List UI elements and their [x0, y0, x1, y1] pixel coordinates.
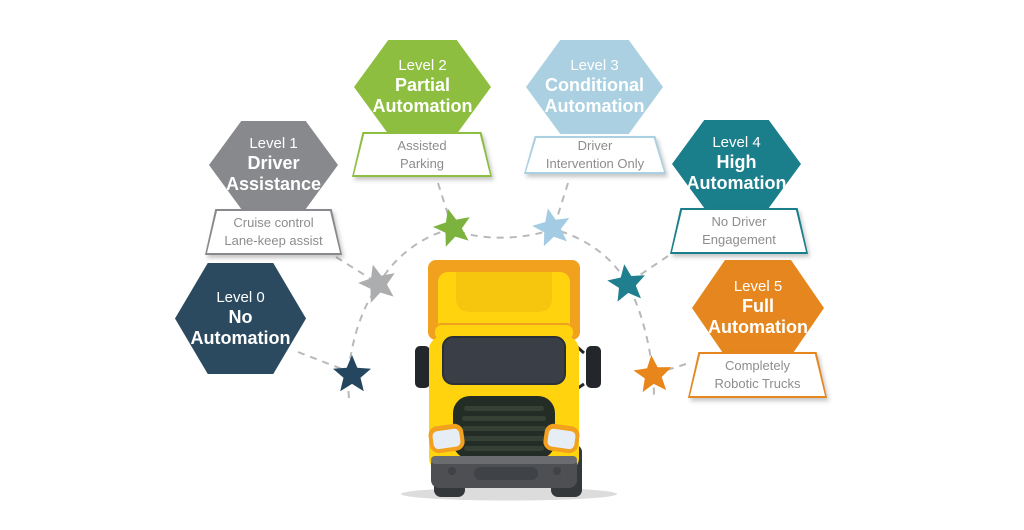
level-2-detail-text: Assisted Parking: [397, 137, 447, 171]
level-3-detail-text: Driver Intervention Only: [545, 138, 645, 171]
truck-grille-slat: [464, 446, 544, 451]
truck-front-illustration: [401, 260, 617, 501]
level-1-title: Driver Assistance: [225, 153, 322, 194]
level-1-detail-box: Cruise control Lane-keep assist: [205, 209, 342, 255]
level-3-detail-fill: [526, 138, 664, 172]
truck-grille-slat: [462, 436, 546, 441]
level-5-title: Full Automation: [708, 296, 808, 337]
level-5-label: Level 5: [733, 278, 783, 296]
level-4-detail-fill: [672, 210, 806, 252]
truck-mirror-left: [415, 346, 430, 388]
level-1-label: Level 1: [249, 135, 298, 153]
level-3-title: Conditional Automation: [544, 75, 645, 116]
connector-level-1: [335, 256, 372, 280]
truck-bumper-recess: [474, 467, 538, 480]
truck-fog-light-left: [448, 467, 456, 475]
level-4-detail-box: No Driver Engagement: [670, 208, 808, 254]
level-2-detail-box: Assisted Parking: [352, 132, 492, 177]
level-4-detail-text: No Driver Engagement: [702, 214, 776, 247]
truck-mirror-right: [586, 346, 601, 388]
level-1-detail-border: [205, 209, 342, 255]
level-2-label: Level 2: [398, 57, 447, 75]
level-5-detail-border: [688, 352, 827, 398]
truck-windshield: [442, 336, 566, 385]
level-3-label: Level 3: [570, 57, 619, 75]
connector-level-0: [297, 351, 343, 370]
level-2-detail-border: [352, 132, 492, 177]
level-4-detail-border: [670, 208, 808, 254]
level-3-detail-box: Driver Intervention Only: [524, 136, 666, 174]
level-4-title: High Automation: [686, 152, 787, 193]
truck-grille-slat: [462, 416, 546, 421]
level-4-label: Level 4: [712, 134, 761, 152]
level-5-detail-text: Completely Robotic Trucks: [714, 358, 801, 391]
connector-level-2: [437, 182, 451, 222]
level-0-label: Level 0: [216, 288, 265, 306]
truck-grille-slat: [464, 406, 544, 411]
level-1-detail-text: Cruise control Lane-keep assist: [224, 215, 323, 248]
level-5-detail-fill: [690, 354, 825, 396]
level-2-title: Partial Automation: [372, 75, 473, 116]
truck-headlight-right: [547, 428, 576, 450]
truck-headlight-left: [432, 428, 461, 450]
level-2-hexagon: Level 2 Partial Automation: [354, 40, 491, 134]
level-1-hexagon: Level 1 Driver Assistance: [209, 121, 338, 209]
truck-bumper-lip: [431, 456, 577, 464]
connector-level-4: [636, 255, 669, 278]
level-2-detail-fill: [354, 134, 490, 175]
star-level-0-icon: [333, 355, 371, 392]
level-3-detail-border: [524, 136, 666, 174]
level-0-title: No Automation: [190, 306, 291, 348]
star-level-1-icon: [358, 264, 395, 303]
level-1-detail-fill: [207, 211, 340, 253]
star-level-4-icon: [607, 264, 645, 302]
truck-shadow: [401, 487, 617, 501]
truck-wind-deflector: [456, 272, 552, 312]
level-5-hexagon: Level 5 Full Automation: [692, 260, 824, 356]
level-4-hexagon: Level 4 High Automation: [672, 120, 801, 208]
star-level-2-icon: [433, 208, 470, 247]
level-5-detail-box: Completely Robotic Trucks: [688, 352, 827, 398]
star-level-3-icon: [532, 208, 570, 247]
connector-level-3: [555, 182, 569, 222]
star-level-5-icon: [633, 355, 672, 393]
truck-fog-light-right: [553, 467, 561, 475]
truck-grille-slat: [462, 426, 546, 431]
